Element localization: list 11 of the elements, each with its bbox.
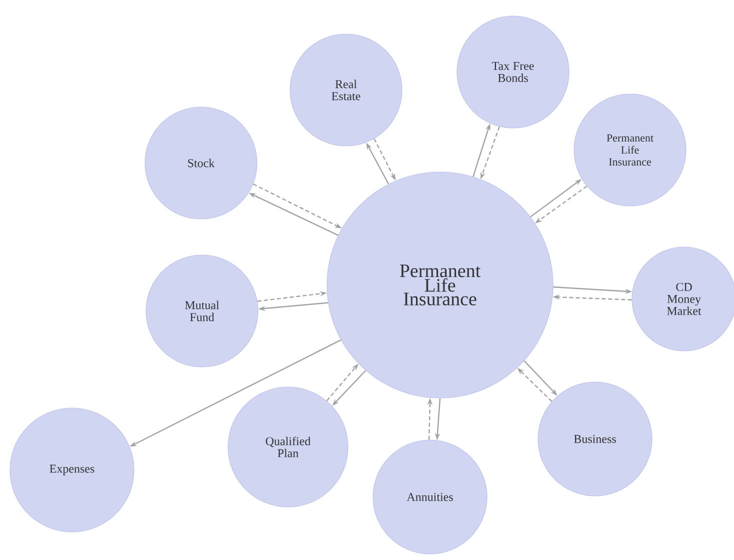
sphere-node: Tax Free Bonds — [456, 16, 570, 128]
sphere-node: Permanent Life Insurance — [574, 94, 686, 206]
sphere-node: Annuities — [372, 440, 488, 554]
sphere-node: Business — [538, 382, 652, 496]
sphere-node: Mutual Fund — [146, 254, 258, 368]
sphere-node: Stock — [144, 106, 258, 220]
sphere-node: Qualified Plan — [228, 386, 348, 508]
sphere-node: Real Estate — [290, 34, 402, 146]
sphere-node: Permanent Life Insurance — [326, 172, 554, 398]
sphere-node: Expenses — [10, 408, 134, 532]
sphere-node: CD Money Market — [632, 246, 734, 352]
